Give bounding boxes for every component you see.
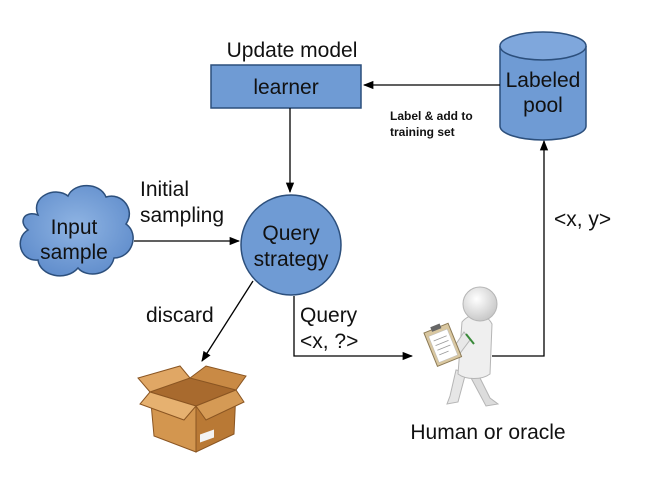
person-with-clipboard-icon [423, 286, 500, 407]
cloud-icon [19, 184, 134, 277]
learner-box [210, 64, 362, 109]
labeled-pool-label-line2: pool [523, 94, 563, 117]
labeled-pool-label-line1: Labeled [506, 69, 581, 92]
initial-sampling-label-line2: sampling [140, 204, 224, 227]
query-strategy-label-line2: strategy [254, 248, 329, 271]
query-label-line1: Query [300, 304, 358, 327]
query-label-line2: <x, ?> [300, 330, 358, 353]
database-cylinder-icon [499, 31, 587, 141]
oracle-to-pool-arrow [492, 139, 549, 357]
query-strategy-circle [240, 194, 342, 296]
xy-label: <x, y> [554, 208, 611, 231]
label-add-label-line1: Label & add to [390, 109, 473, 123]
update-model-label: Update model [227, 39, 358, 62]
learner-label: learner [253, 76, 318, 99]
query-strategy-label-line1: Query [262, 222, 320, 245]
input-sample-label-line2: sample [40, 241, 108, 264]
query-to-oracle-arrow [293, 296, 414, 361]
human-or-oracle-label: Human or oracle [410, 421, 565, 444]
input-sample-label-line1: Input [51, 216, 98, 239]
discard-arrow [201, 280, 254, 362]
cardboard-box-icon [137, 365, 247, 453]
discard-label: discard [146, 304, 214, 327]
label-add-label-line2: training set [390, 125, 455, 139]
initial-sampling-label-line1: Initial [140, 178, 189, 201]
